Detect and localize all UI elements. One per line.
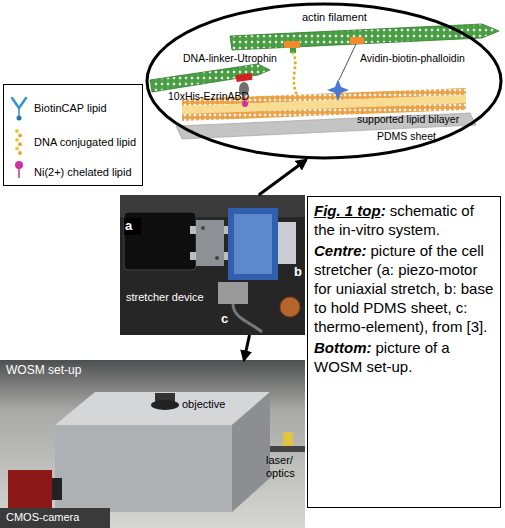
legend-entry: Ni(2+) chelated lipid [8,159,132,185]
actin-filament-shape [150,64,270,92]
callout-letter: a [125,219,132,234]
photo-background [0,360,305,528]
avidin-star [327,79,349,101]
base-clamp [278,222,296,264]
callout-letter: c [221,312,228,327]
part-label: 10xHis-EzrinABD [168,90,249,102]
stretcher-photo [120,195,305,335]
lipid-icon-part [18,134,22,138]
schematic-callout: actin filamentDNA-linker-Utrophin Avidin-… [145,2,503,160]
pdms-holder [228,208,278,280]
thermo-element [218,282,248,304]
caption-paragraph: Centre:picture of the cell stretcher (a:… [314,241,494,336]
callout-outline [145,2,503,160]
slider-plate [196,220,224,266]
callout-letter: b [294,265,302,280]
legend-symbol [8,94,30,122]
part-label: actin filament [302,11,367,24]
camera-lens [52,478,62,500]
lipid-icon-part [12,98,26,108]
biotin-linker [339,44,356,80]
dna-chain [293,53,298,97]
legend-text: DNA conjugated lipid [34,136,136,148]
lipid-icon [12,98,26,121]
phalloidin-block [350,37,364,44]
actin-filament-shape [230,24,499,50]
photo-label: stretcher device [126,291,204,304]
caption-paragraph: Bottom:picture of a WOSM set-up. [314,338,494,376]
utrophin-block [284,41,300,48]
photo-panel: a b c stretcher device [120,195,305,335]
schematic [150,24,499,139]
screw [201,226,205,230]
piezo-motor [124,212,196,270]
legend-entry: BiotinCAP lipid [8,91,107,125]
objective-lens [151,400,179,410]
caption-text: Fig. 1 top [314,202,381,219]
zoom-arrow [259,160,306,195]
lipid-icon-part [15,138,19,142]
photo-background [120,195,305,335]
caption-text: : [381,202,386,219]
part-label: DNA-linker-Utrophin [183,52,277,64]
lipid-icon [15,161,23,178]
zoom-arrow [244,335,250,360]
legend-box: BiotinCAP lipidDNA conjugated lipidNi(2+… [3,84,143,186]
callout-ellipse [147,4,501,158]
his-tag [236,73,253,82]
lipid-icon-part [18,151,22,155]
lipid-icon-part [15,161,23,169]
photo-label: CMOS-camera [6,511,79,524]
housing-front [55,425,232,512]
caption-text: Centre: [314,242,367,259]
legend-symbol [8,128,30,156]
legend-symbol [8,158,30,186]
lipid-icon [15,129,22,155]
coin [280,297,300,317]
lipid-icon-part [18,142,22,146]
part-label: supported lipid bilayer [357,113,459,125]
cable [233,304,262,332]
part-label: Avidin-biotin-phalloidin [360,52,465,64]
camera-body [8,470,52,508]
caption-text: Bottom: [314,339,371,356]
label-background [124,218,141,235]
photo-label: laser/ optics [266,454,306,479]
part-label: PDMS sheet [377,130,436,142]
housing-side [232,392,270,512]
lipid-icon-part [15,147,19,151]
legend-text: Ni(2+) chelated lipid [34,166,132,178]
legend-entry: DNA conjugated lipid [8,125,136,159]
photo-label: objective [182,398,225,411]
legend-text: BiotinCAP lipid [34,102,107,114]
photo-panel: WOSM set-up objective laser/ opticsCMOS-ca… [0,360,305,528]
photo-label: WOSM set-up [6,364,81,378]
wosm-photo [0,360,305,528]
photo-shadow [0,508,110,528]
lipid-icon-part [15,129,19,133]
lipid-icon-part [17,116,22,121]
caption-box: Fig. 1 top:schematic of the in-vitro sys… [307,196,501,508]
optics-element [283,432,293,446]
caption-paragraph: Fig. 1 top:schematic of the in-vitro sys… [314,201,494,239]
pdms-holder [234,214,272,274]
optics-rail [270,446,305,452]
screw [215,256,219,260]
